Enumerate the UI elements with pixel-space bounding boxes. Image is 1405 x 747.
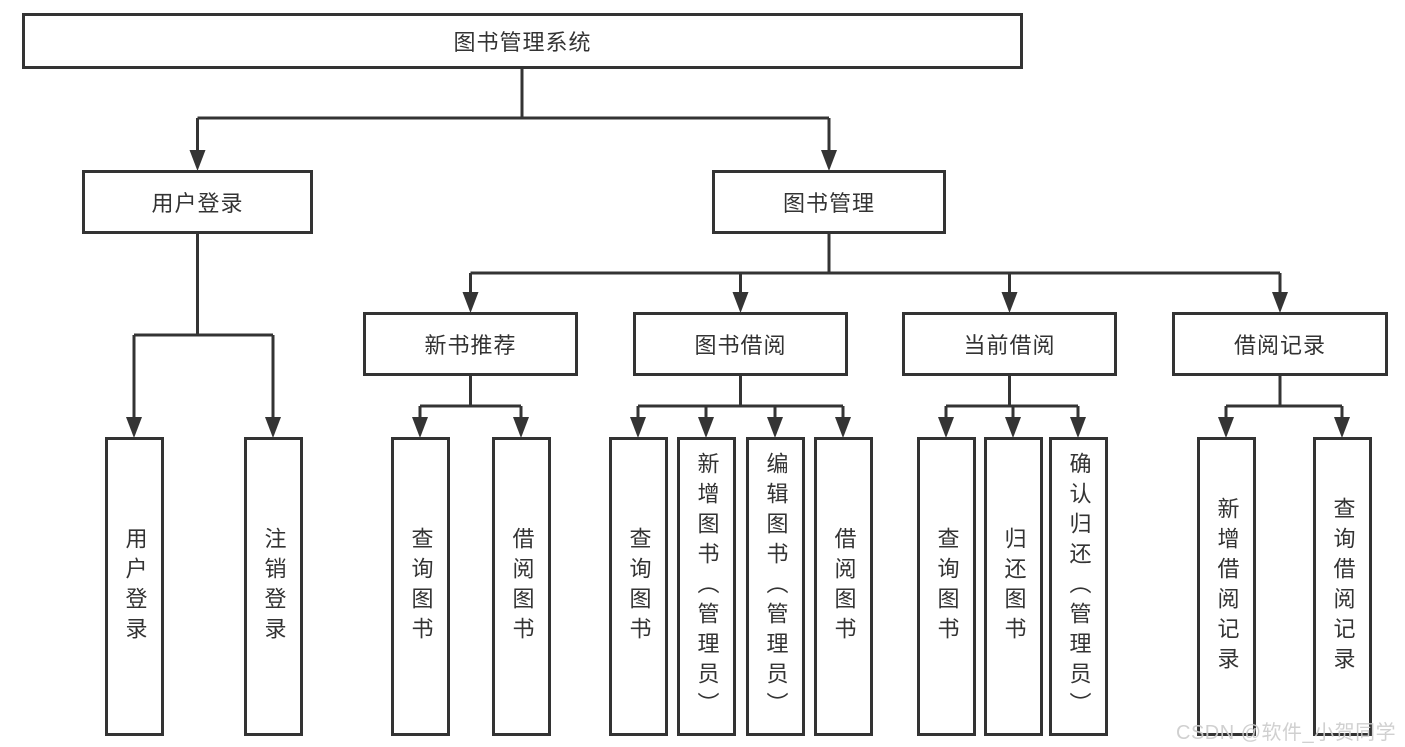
edge-line xyxy=(196,69,831,153)
node-user-login: 用户登录 xyxy=(82,170,313,234)
edge-line xyxy=(418,376,523,420)
node-book-mgmt-label: 图书管理 xyxy=(782,191,875,216)
edge-line xyxy=(1224,376,1344,420)
edge-book-borrow-children xyxy=(630,376,851,438)
leaf-newbooks-query-books: 查询图书 xyxy=(391,437,450,736)
edge-root-to-level2 xyxy=(189,69,837,171)
arrowhead xyxy=(835,417,851,438)
edge-line xyxy=(636,376,845,420)
arrowhead xyxy=(513,417,529,438)
leaf-user-login-label: 用户登录 xyxy=(122,526,148,647)
node-current-borrow: 当前借阅 xyxy=(902,312,1117,376)
leaf-newbooks-query-books-label: 查询图书 xyxy=(408,526,434,647)
leaf-borrow-add-books-admin: 新增图书（管理员） xyxy=(677,437,736,736)
arrowhead xyxy=(1218,417,1234,438)
leaf-newbooks-borrow-books: 借阅图书 xyxy=(492,437,551,736)
node-book-mgmt: 图书管理 xyxy=(712,170,946,234)
arrowhead xyxy=(1005,417,1021,438)
node-borrow-records: 借阅记录 xyxy=(1172,312,1388,376)
leaf-borrow-borrow-books: 借阅图书 xyxy=(814,437,873,736)
leaf-current-query-books-label: 查询图书 xyxy=(934,526,960,647)
node-borrow-records-label: 借阅记录 xyxy=(1233,333,1326,358)
arrowhead xyxy=(1334,417,1350,438)
leaf-records-add-record: 新增借阅记录 xyxy=(1197,437,1256,736)
edge-borrow-records-children xyxy=(1218,376,1350,438)
node-new-books-label: 新书推荐 xyxy=(424,333,517,358)
arrowhead xyxy=(189,150,206,171)
leaf-borrow-edit-books-admin: 编辑图书（管理员） xyxy=(746,437,805,736)
leaf-user-login: 用户登录 xyxy=(105,437,164,736)
node-book-borrow-label: 图书借阅 xyxy=(694,333,787,358)
edge-user-login-children xyxy=(126,234,281,438)
arrowhead xyxy=(265,417,281,438)
leaf-logout-label: 注销登录 xyxy=(261,526,287,647)
arrowhead xyxy=(938,417,954,438)
node-current-borrow-label: 当前借阅 xyxy=(963,333,1056,358)
edge-new-books-children xyxy=(412,376,529,438)
leaf-borrow-query-books-label: 查询图书 xyxy=(626,526,652,647)
node-root-label: 图书管理系统 xyxy=(453,30,592,55)
leaf-current-return-books: 归还图书 xyxy=(984,437,1043,736)
leaf-borrow-borrow-books-label: 借阅图书 xyxy=(831,526,857,647)
leaf-records-add-record-label: 新增借阅记录 xyxy=(1214,496,1240,677)
node-user-login-label: 用户登录 xyxy=(151,191,244,216)
leaf-logout: 注销登录 xyxy=(244,437,303,736)
leaf-current-query-books: 查询图书 xyxy=(917,437,976,736)
arrowhead xyxy=(630,417,646,438)
node-new-books: 新书推荐 xyxy=(363,312,578,376)
arrowhead xyxy=(1001,292,1018,313)
edge-line xyxy=(469,234,1282,295)
edge-line xyxy=(944,376,1080,420)
arrowhead xyxy=(732,292,749,313)
arrowhead xyxy=(462,292,479,313)
leaf-current-confirm-return-admin: 确认归还（管理员） xyxy=(1049,437,1108,736)
arrowhead xyxy=(821,150,837,171)
arrowhead xyxy=(698,417,714,438)
leaf-borrow-add-books-admin-label: 新增图书（管理员） xyxy=(694,451,720,722)
edge-book-mgmt-to-level3 xyxy=(462,234,1288,313)
edge-line xyxy=(132,234,275,420)
leaf-borrow-query-books: 查询图书 xyxy=(609,437,668,736)
leaf-newbooks-borrow-books-label: 借阅图书 xyxy=(509,526,535,647)
node-root: 图书管理系统 xyxy=(22,13,1023,69)
edge-current-borrow-children xyxy=(938,376,1086,438)
arrowhead xyxy=(1070,417,1086,438)
leaf-current-confirm-return-admin-label: 确认归还（管理员） xyxy=(1066,451,1092,722)
leaf-records-query-record: 查询借阅记录 xyxy=(1313,437,1372,736)
arrowhead xyxy=(1272,292,1288,313)
arrowhead xyxy=(767,417,783,438)
arrowhead xyxy=(412,417,428,438)
leaf-records-query-record-label: 查询借阅记录 xyxy=(1330,496,1356,677)
leaf-borrow-edit-books-admin-label: 编辑图书（管理员） xyxy=(763,451,789,722)
node-book-borrow: 图书借阅 xyxy=(633,312,848,376)
csdn-watermark: CSDN @软件_小贺同学 xyxy=(1176,722,1397,744)
leaf-current-return-books-label: 归还图书 xyxy=(1001,526,1027,647)
arrowhead xyxy=(126,417,142,438)
